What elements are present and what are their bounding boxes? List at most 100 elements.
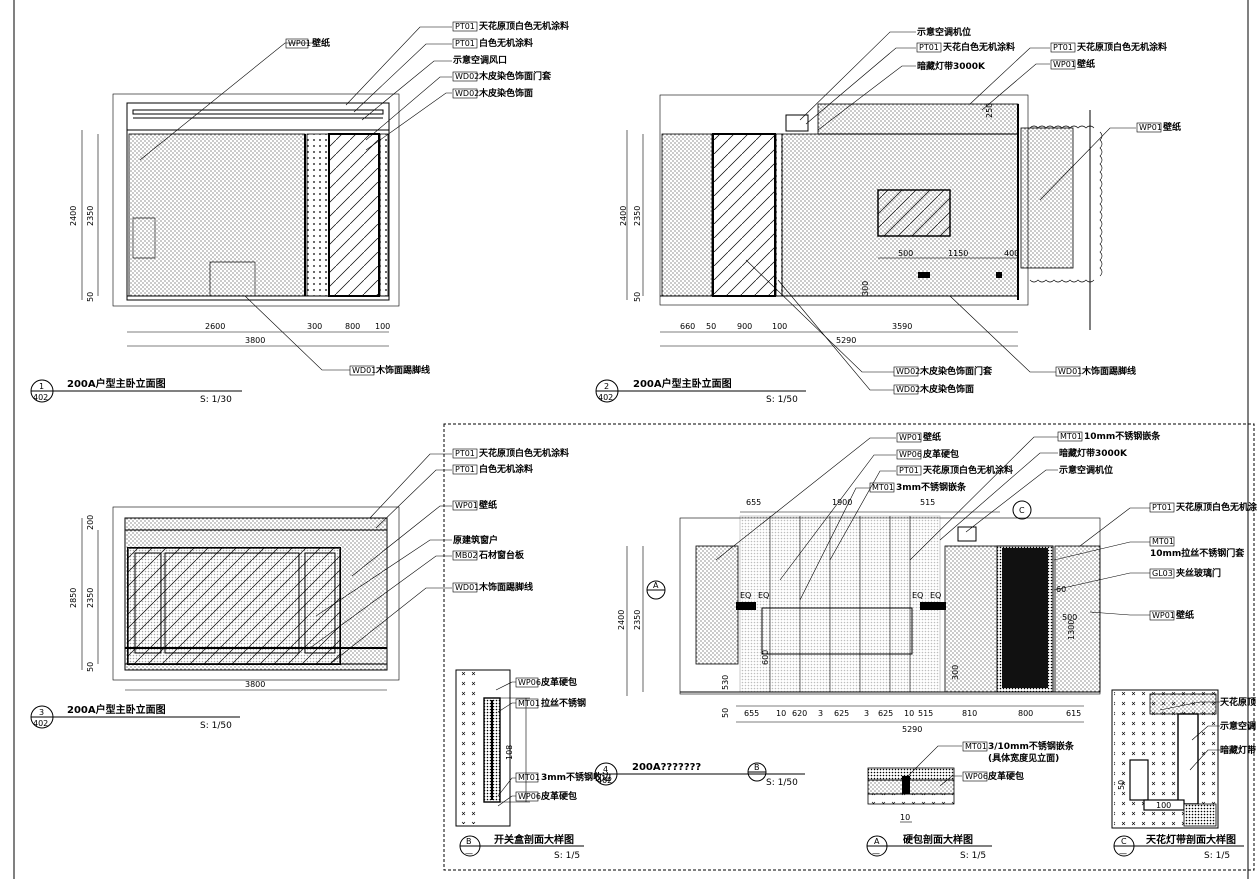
v4-callout-text-4: 10mm不锈钢嵌条 <box>1084 430 1161 442</box>
v2-num: 2 <box>604 382 609 391</box>
vC-title: 天花灯带剖面大样图 <box>1146 833 1236 846</box>
vB-callout-code-2: MT01 <box>518 773 540 782</box>
v2-dim-total: 5290 <box>836 336 856 345</box>
v4-dim-left-0: 2400 <box>617 610 626 630</box>
v4-dim-inner-8: 500 <box>1062 613 1077 622</box>
v1-callout-code-2: PT01 <box>455 39 475 48</box>
v4-callout-text-9: 夹丝玻璃门 <box>1176 567 1221 579</box>
vB-callout-text-0: 皮革硬包 <box>540 676 577 688</box>
v4-dim-inner-2: EQ <box>912 591 923 600</box>
v1-callout-text-1: 天花原顶白色无机涂料 <box>479 20 569 32</box>
v1-title: 200A户型主卧立面图 <box>67 377 166 390</box>
v2-callout-text-7: 木皮染色饰面 <box>919 383 974 395</box>
vA-callout-code-2: WP06 <box>965 772 988 781</box>
vA-callout-text-0: 3/10mm不锈钢嵌条 <box>988 740 1075 752</box>
v4-dim-bottom-2: 620 <box>792 709 807 718</box>
v3-callouts: PT01 天花原顶白色无机涂料 PT01 白色无机涂料 WP01 壁纸 原建筑窗… <box>309 447 569 665</box>
v2-callout-text-4: 壁纸 <box>1077 58 1095 70</box>
detail-view-c: 50 100 天花原顶 示意空调 暗藏灯带 C — 天花灯带剖面大样图 S: 1… <box>1111 689 1256 861</box>
v4-dim-inner-0: EQ <box>740 591 751 600</box>
v2-callout-text-3: 天花原顶白色无机涂料 <box>1077 41 1167 53</box>
v2-callout-code-4: WP01 <box>1053 60 1076 69</box>
v4-section-b: B <box>754 763 760 772</box>
v1-callout-code-5: WD02 <box>455 89 479 98</box>
v1-scale: S: 1/30 <box>200 395 232 405</box>
v2-dim-bottom-1: 50 <box>706 322 716 331</box>
v4-callout-text-2: 天花原顶白色无机涂料 <box>923 464 1013 476</box>
v4-callout-text-6: 示意空调机位 <box>1059 464 1113 476</box>
v3-callout-text-1: 白色无机涂料 <box>479 463 533 475</box>
v3-dim-left-0: 200 <box>86 515 95 530</box>
v1-sheet: 402 <box>33 393 48 402</box>
v3-callout-text-0: 天花原顶白色无机涂料 <box>479 447 569 459</box>
v4-dim-top-0: 655 <box>746 498 761 507</box>
v4-scale: S: 1/50 <box>766 778 798 788</box>
v3-dim-left-1: 2850 <box>69 588 78 608</box>
v3-sheet: 402 <box>33 719 48 728</box>
v1-callouts: WP01 壁纸 PT01 天花原顶白色无机涂料 PT01 白色无机涂料 示意空调… <box>139 20 569 376</box>
v4-section-a: A <box>653 581 659 590</box>
v1-callout-text-3: 示意空调风口 <box>453 54 507 66</box>
v1-dim-left-0: 2400 <box>69 206 78 226</box>
v1-callout-code-1: PT01 <box>455 22 475 31</box>
v3-num: 3 <box>39 708 44 717</box>
v4-dim-inner-4: 600 <box>761 650 770 665</box>
v4-dim-left-2: 530 <box>721 675 730 690</box>
v1-callout-text-0: 壁纸 <box>312 37 330 49</box>
vB-callout-text-1: 拉丝不锈钢 <box>541 697 586 709</box>
vA-sheet: — <box>872 849 880 858</box>
v2-callout-text-2: 暗藏灯带3000K <box>917 60 986 72</box>
v2-callout-code-1: PT01 <box>919 43 939 52</box>
vA-callout-text-2: 皮革硬包 <box>987 770 1024 782</box>
v4-sheet: 402 <box>597 776 612 785</box>
v2-callout-text-1: 天花白色无机涂料 <box>943 41 1015 53</box>
v4-dim-inner-1: EQ <box>758 591 769 600</box>
v1-callout-text-6: 木饰面踢脚线 <box>375 364 430 376</box>
v4-num: 4 <box>603 765 608 774</box>
vC-scale: S: 1/5 <box>1204 851 1230 861</box>
vB-callout-text-3: 皮革硬包 <box>540 790 577 802</box>
vC-num: C <box>1121 837 1127 846</box>
v4-dim-inner-7: 60 <box>1056 585 1066 594</box>
v2-callout-code-8: WD01 <box>1058 367 1082 376</box>
vA-scale: S: 1/5 <box>960 851 986 861</box>
v2-dim-inner-3: 300 <box>861 281 870 296</box>
vC-callout-text-2: 暗藏灯带 <box>1220 744 1256 756</box>
v4-callout-code-1: WP06 <box>899 450 922 459</box>
vA-dim: 10 <box>900 813 910 822</box>
v3-callout-text-2: 壁纸 <box>479 499 497 511</box>
v2-callout-code-6: WD02 <box>896 367 920 376</box>
v3-dim-total: 3800 <box>245 680 265 689</box>
v4-dim-bottom-4: 625 <box>834 709 849 718</box>
v3-callout-text-3: 原建筑窗户 <box>453 534 498 546</box>
v1-callout-text-2: 白色无机涂料 <box>479 37 533 49</box>
vB-callout-text-2: 3mm不锈钢收边 <box>541 771 612 783</box>
v3-title: 200A户型主卧立面图 <box>67 703 166 716</box>
v4-callout-code-10: WP01 <box>1152 611 1175 620</box>
v2-dim-bottom-3: 100 <box>772 322 787 331</box>
v4-dim-bottom-10: 800 <box>1018 709 1033 718</box>
v4-dim-left-1: 2350 <box>633 610 642 630</box>
v1-dim-bottom-1: 300 <box>307 322 322 331</box>
vB-title: 开关盒剖面大样图 <box>494 833 574 846</box>
v2-dim-bottom-0: 660 <box>680 322 695 331</box>
elevation-view-2: 500 1150 400 300 250 2400 2350 50 660 50… <box>595 26 1181 405</box>
v2-dim-left-2: 50 <box>633 292 642 302</box>
elevation-view-1: 2400 2350 50 2600 300 800 100 3800 WP01 … <box>30 20 569 405</box>
vA-callout-code-0: MT01 <box>965 742 987 751</box>
v1-callout-text-4: 木皮染色饰面门套 <box>478 70 552 82</box>
vB-callout-code-0: WP06 <box>518 678 541 687</box>
v2-dim-inner-4: 250 <box>985 103 994 118</box>
v1-dim-left-2: 50 <box>86 292 95 302</box>
v1-callout-code-4: WD02 <box>455 72 479 81</box>
v2-dim-inner-0: 500 <box>898 249 913 258</box>
vB-sheet: — <box>465 849 473 858</box>
v4-callout-code-0: WP01 <box>899 433 922 442</box>
v3-callout-text-5: 木饰面踢脚线 <box>478 581 533 593</box>
v2-scale: S: 1/50 <box>766 395 798 405</box>
v4-dim-inner-5: 300 <box>951 665 960 680</box>
v1-dim-bottom-3: 100 <box>375 322 390 331</box>
v4-dim-bottom-8: 515 <box>918 709 933 718</box>
v2-sheet: 402 <box>598 393 613 402</box>
vC-callout-text-1: 示意空调 <box>1220 720 1256 732</box>
